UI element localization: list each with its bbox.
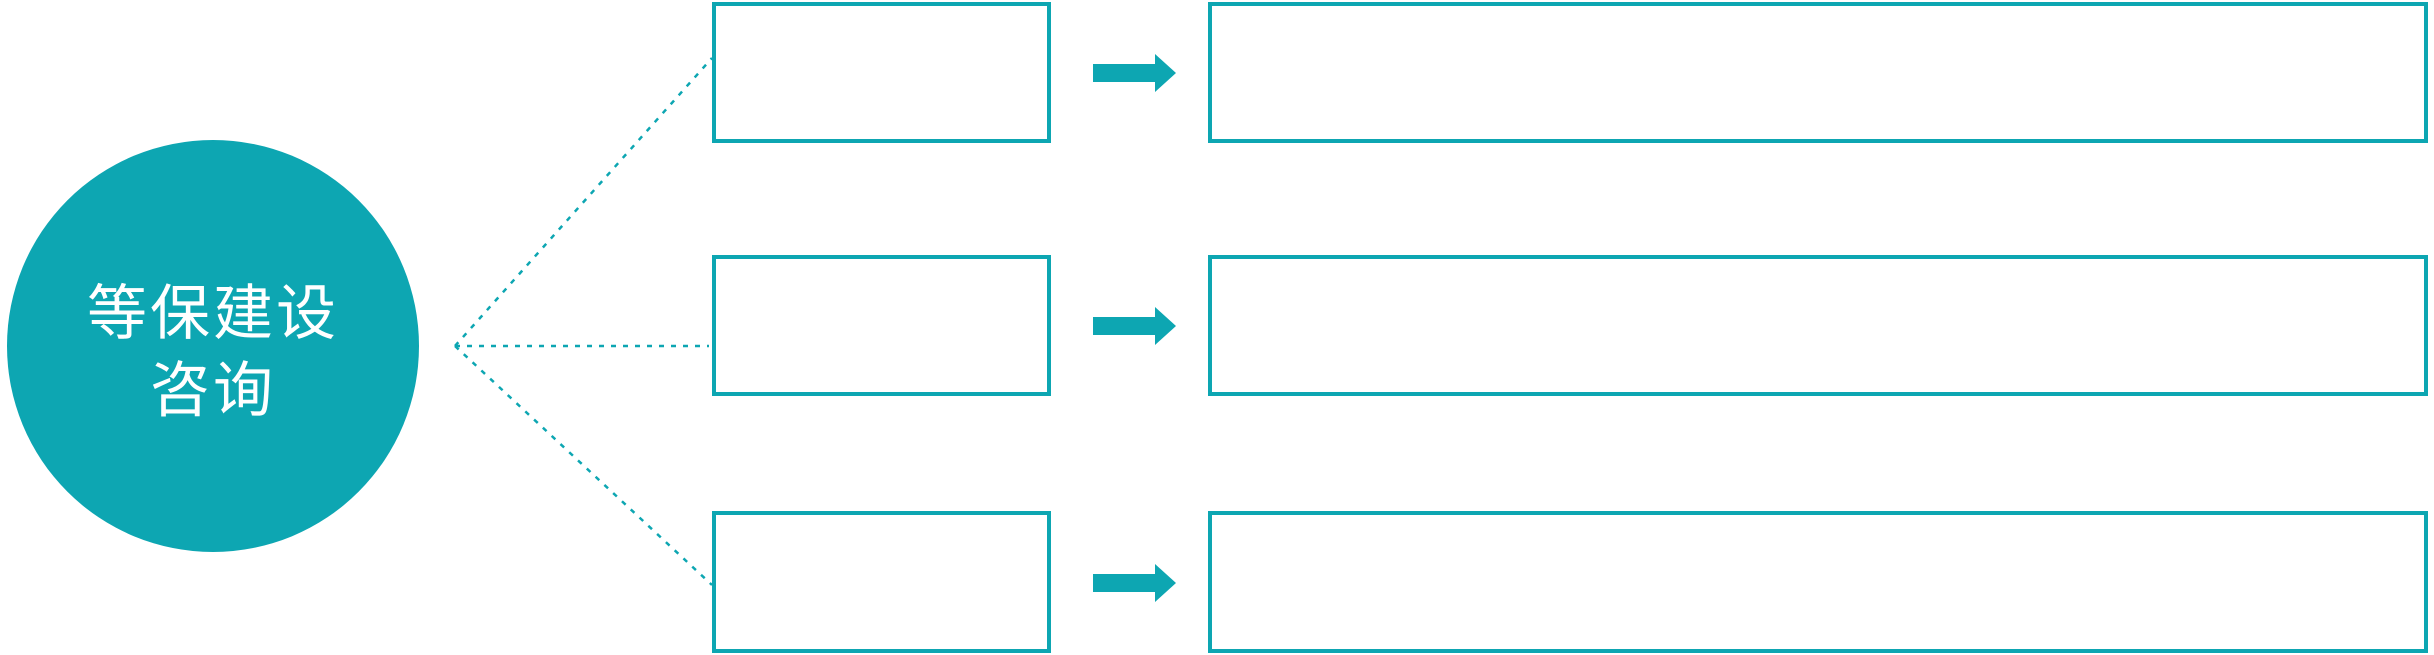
big-box-2	[1208, 255, 2428, 396]
big-box-3	[1208, 511, 2428, 653]
connector-line-top	[454, 57, 713, 347]
small-box-1	[712, 2, 1051, 143]
right-arrow-icon	[1093, 307, 1176, 345]
big-box-1	[1208, 2, 2428, 143]
small-box-2	[712, 255, 1051, 396]
connector-line-bottom	[454, 345, 713, 586]
topic-circle: 等保建设 咨询	[7, 140, 419, 552]
small-box-3	[712, 511, 1051, 653]
topic-circle-label: 等保建设 咨询	[87, 279, 339, 426]
right-arrow-icon	[1093, 564, 1176, 602]
right-arrow-icon	[1093, 54, 1176, 92]
